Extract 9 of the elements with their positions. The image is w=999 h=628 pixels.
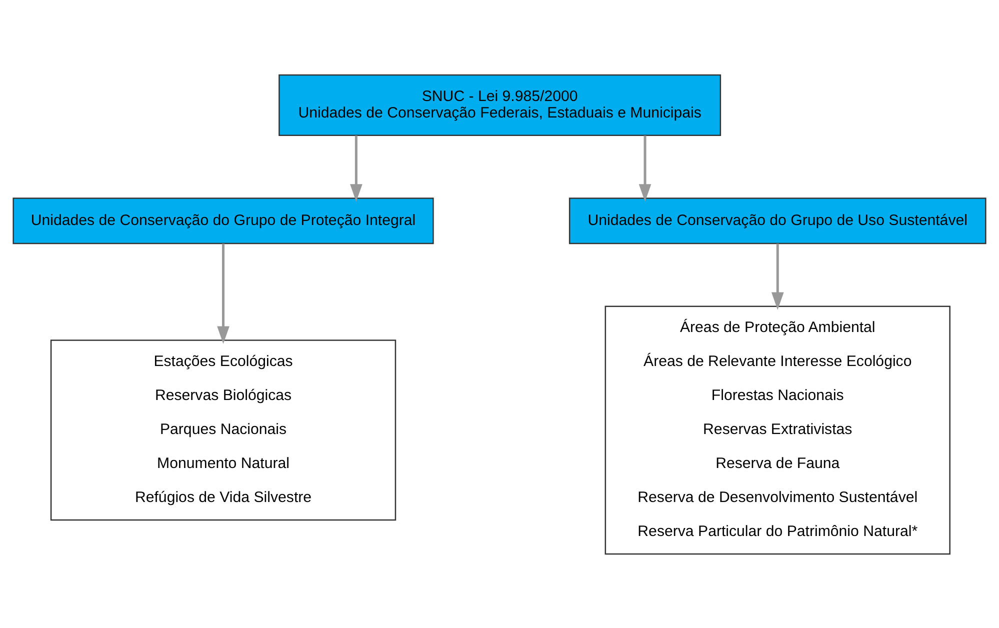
node-box: Estações Ecológicas Reservas Biológicas Parques Nacionais Monumento Natural Refúgios de Vida Silvestre — [50, 339, 396, 520]
arrow — [217, 243, 230, 344]
arrow — [350, 135, 362, 202]
node-box: Unidades de Conservação do Grupo de Proteção Integral — [12, 197, 434, 244]
node-box: SNUC - Lei 9.985/2000 Unidades de Conservação Federais, Estaduais e Municipais — [278, 74, 722, 136]
node-box: Áreas de Proteção Ambiental Áreas de Relevante Interesse Ecológico Florestas Nacionais Reservas Extrativistas Reserva de Fauna Reserva de Desenvolvimento Sustentável Reserva Particular do Patrimônio Natural* — [604, 305, 950, 554]
arrow — [771, 243, 784, 310]
node-box: Unidades de Conservação do Grupo de Uso Sustentável — [568, 197, 986, 244]
arrow — [638, 135, 652, 202]
